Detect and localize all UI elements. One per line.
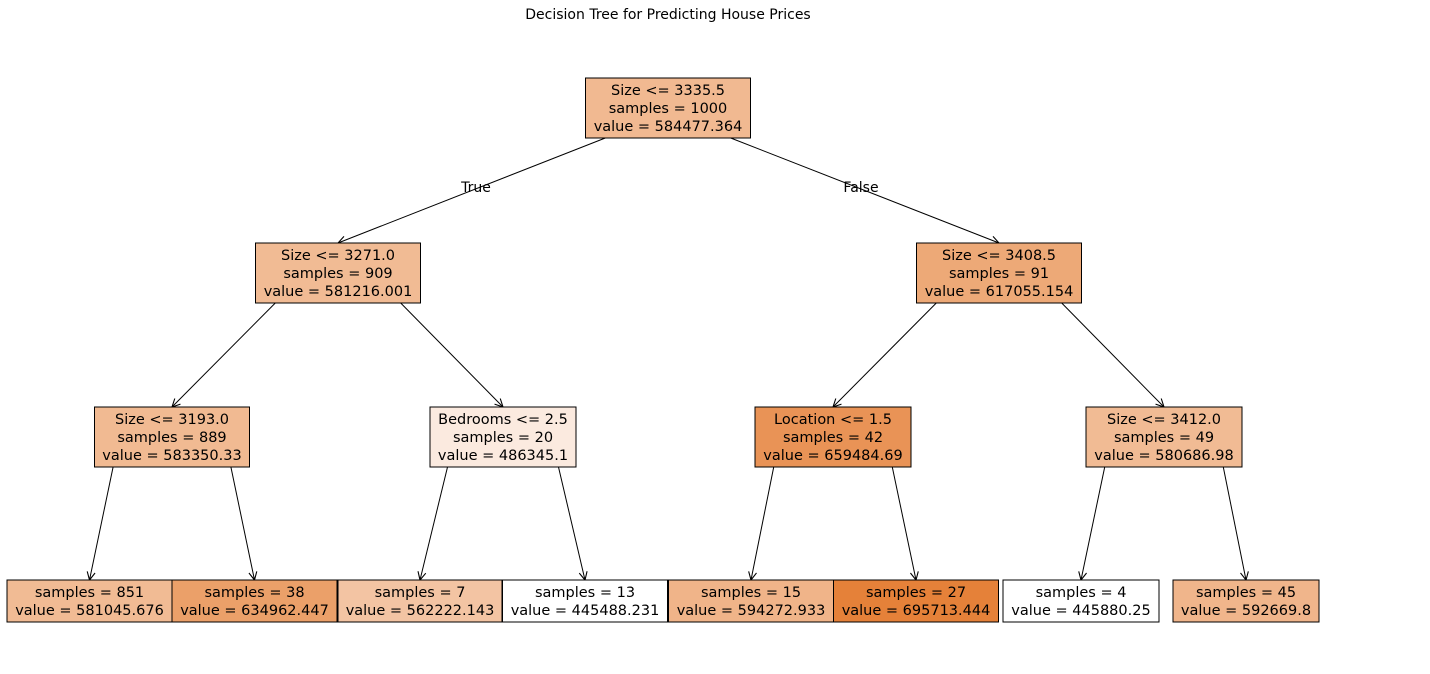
node-text-line: value = 445880.25 [1011,603,1150,619]
node-text-line: samples = 7 [375,585,466,601]
node-box [754,406,912,468]
tree-node-n6: Size <= 3412.0 samples = 49 value = 580686… [1085,406,1243,468]
node-text-line: value = 562222.143 [346,603,495,619]
tree-node-n2: Size <= 3408.5 samples = 91 value = 617055… [916,242,1082,304]
node-text-line: value = 592669.8 [1181,603,1311,619]
node-text-line: samples = 4 [1036,585,1127,601]
tree-node-n9: samples = 7 value = 562222.143 [337,579,503,623]
edge-n0-n1 [338,137,606,243]
node-box [1085,406,1243,468]
node-box [916,242,1082,304]
node-box [6,579,173,623]
tree-node-n0: Size <= 3335.5 samples = 1000 value = 5844… [585,77,751,139]
edge-n2-n6 [1061,302,1164,407]
edge-n4-n10 [557,466,585,580]
edge-n5-n12 [891,466,916,580]
tree-node-n4: Bedrooms <= 2.5 samples = 20 value = 48634… [429,406,577,468]
node-text-line: samples = 15 [701,585,801,601]
edge-n1-n4 [400,302,503,407]
node-box [668,579,834,623]
edge-n3-n8 [230,466,255,580]
node-text-line: Size <= 3335.5 [611,83,725,99]
node-box [94,406,250,468]
node-text-line: Size <= 3193.0 [115,412,229,428]
node-text-line: value = 634962.447 [180,603,329,619]
node-text-line: samples = 13 [535,585,635,601]
tree-node-n12: samples = 27 value = 695713.444 [833,579,999,623]
edge-n6-n13 [1081,466,1106,580]
node-text-line: value = 617055.154 [925,284,1074,300]
figure-title: Decision Tree for Predicting House Price… [525,7,811,23]
tree-node-n13: samples = 4 value = 445880.25 [1002,579,1160,623]
edge-n5-n11 [751,466,775,580]
edges-layer [90,137,1247,580]
node-box [502,579,668,623]
edge-label-false: False [843,180,878,196]
tree-node-n1: Size <= 3271.0 samples = 909 value = 58121… [255,242,421,304]
node-text-line: value = 695713.444 [842,603,991,619]
tree-node-n3: Size <= 3193.0 samples = 889 value = 58335… [94,406,250,468]
nodes-layer: Size <= 3335.5 samples = 1000 value = 5844… [6,77,1320,623]
node-text-line: Size <= 3408.5 [942,248,1056,264]
node-text-line: value = 580686.98 [1094,448,1233,464]
node-text-line: value = 594272.933 [677,603,826,619]
edge-n2-n5 [833,302,937,407]
node-box [585,77,751,139]
node-box [1002,579,1160,623]
node-text-line: value = 581045.676 [15,603,164,619]
tree-node-n5: Location <= 1.5 samples = 42 value = 65948… [754,406,912,468]
node-text-line: samples = 91 [949,266,1049,282]
tree-node-n10: samples = 13 value = 445488.231 [502,579,668,623]
edge-n6-n14 [1222,466,1246,580]
node-box [255,242,421,304]
tree-node-n7: samples = 851 value = 581045.676 [6,579,173,623]
node-text-line: Size <= 3271.0 [281,248,395,264]
node-text-line: Location <= 1.5 [774,412,892,428]
node-text-line: Bedrooms <= 2.5 [438,412,568,428]
node-text-line: samples = 851 [35,585,144,601]
node-text-line: samples = 889 [117,430,226,446]
node-text-line: value = 445488.231 [511,603,660,619]
node-box [1172,579,1320,623]
node-text-line: value = 584477.364 [594,119,743,135]
tree-node-n14: samples = 45 value = 592669.8 [1172,579,1320,623]
edge-n0-n2 [730,137,999,243]
node-text-line: samples = 909 [283,266,392,282]
node-text-line: samples = 49 [1114,430,1214,446]
node-text-line: samples = 45 [1196,585,1296,601]
edge-labels-layer: True False [460,180,878,196]
node-box [171,579,338,623]
edge-n3-n7 [90,466,114,580]
node-text-line: samples = 42 [783,430,883,446]
tree-node-n11: samples = 15 value = 594272.933 [668,579,834,623]
node-text-line: value = 659484.69 [763,448,902,464]
node-text-line: Size <= 3412.0 [1107,412,1221,428]
node-box [429,406,577,468]
node-text-line: samples = 1000 [609,101,728,117]
node-text-line: value = 583350.33 [102,448,241,464]
edge-n1-n3 [172,302,276,407]
node-text-line: samples = 20 [453,430,553,446]
node-box [337,579,503,623]
node-text-line: samples = 27 [866,585,966,601]
node-box [833,579,999,623]
node-text-line: value = 581216.001 [264,284,413,300]
edge-n4-n9 [420,466,449,580]
node-text-line: samples = 38 [204,585,304,601]
tree-node-n8: samples = 38 value = 634962.447 [171,579,338,623]
node-text-line: value = 486345.1 [438,448,568,464]
edge-label-true: True [460,180,491,196]
